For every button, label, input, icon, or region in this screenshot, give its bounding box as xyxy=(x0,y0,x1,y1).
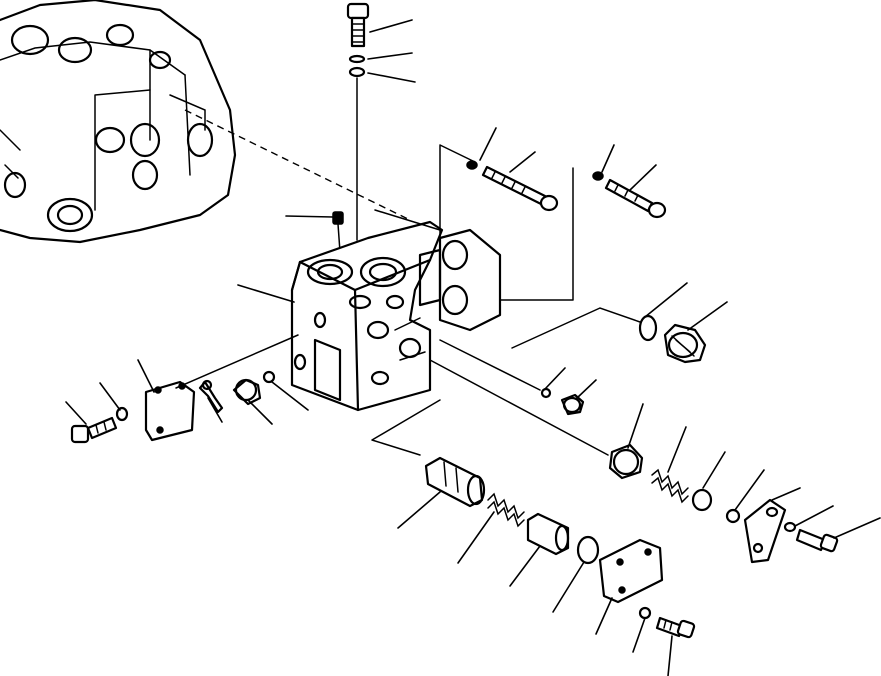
lower-cover-plate xyxy=(598,538,664,604)
valve-block xyxy=(290,220,444,412)
long-bolt-2 xyxy=(592,171,667,219)
right-spool xyxy=(608,443,644,480)
lower-spool xyxy=(424,456,486,508)
right-washer xyxy=(783,521,797,533)
long-bolt-1 xyxy=(466,160,559,212)
lower-piston xyxy=(526,512,570,556)
left-small-ring xyxy=(262,370,276,384)
left-pin xyxy=(198,379,224,414)
bracket-boundary-left xyxy=(439,144,476,241)
right-cover xyxy=(743,498,787,564)
left-washer xyxy=(115,406,129,422)
lower-o-ring xyxy=(576,535,600,565)
left-parts-axis xyxy=(175,334,299,389)
lower-spring xyxy=(487,492,525,528)
right-seat xyxy=(691,488,713,512)
small-ring xyxy=(540,387,552,399)
cap-alignment-line xyxy=(511,307,641,349)
o-ring-right xyxy=(638,314,658,342)
small-cap xyxy=(560,393,585,416)
top-plug-bolt xyxy=(346,2,370,48)
lower-washer xyxy=(638,606,652,620)
top-o-ring-upper xyxy=(348,54,366,64)
main-valve-body xyxy=(0,0,411,244)
lower-alignment-line xyxy=(371,399,441,456)
right-spring xyxy=(651,468,689,504)
top-o-ring-lower xyxy=(348,66,366,78)
lower-bolt xyxy=(655,616,696,639)
bracket-boundary-diag xyxy=(374,209,441,231)
cap-plug xyxy=(663,323,707,364)
right-bolt xyxy=(795,528,839,553)
left-cap xyxy=(232,378,262,406)
right-small-ring xyxy=(725,508,741,524)
left-bolt xyxy=(70,416,118,444)
right-spool-axis xyxy=(429,359,609,456)
rear-sub-block xyxy=(418,228,502,332)
small-cap-axis xyxy=(439,339,541,391)
callout-leaders xyxy=(65,19,881,676)
bracket-boundary-right xyxy=(499,167,574,301)
small-plug xyxy=(332,211,344,253)
